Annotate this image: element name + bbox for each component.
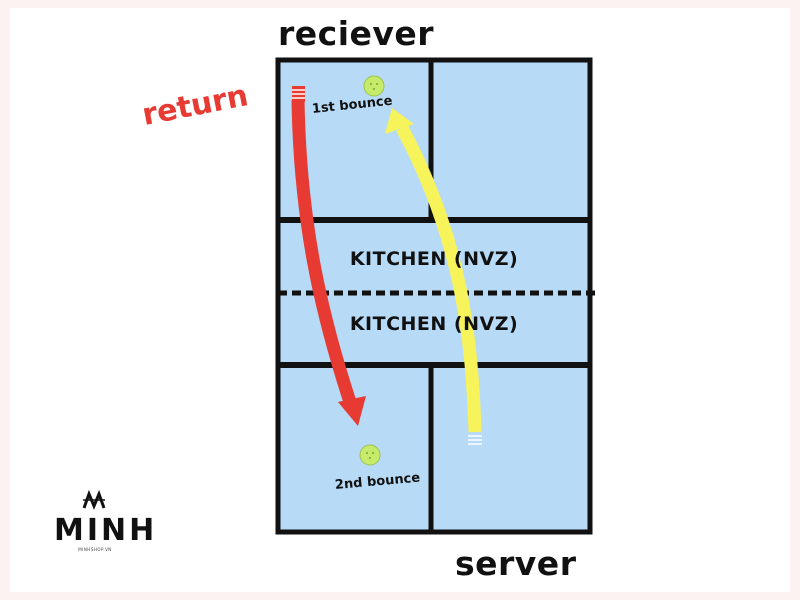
logo-mark-icon bbox=[82, 489, 106, 510]
kitchen-label-lower: KITCHEN (NVZ) bbox=[349, 313, 519, 335]
receiver-label: reciever bbox=[278, 14, 435, 53]
court bbox=[275, 57, 593, 535]
ball-first-bounce-icon bbox=[363, 75, 385, 97]
serve-arrow bbox=[385, 108, 482, 445]
brand-logo: MINH MINHSHOP.VN bbox=[54, 486, 158, 553]
logo-text: MINH bbox=[54, 513, 158, 548]
ball-second-bounce-icon bbox=[359, 444, 381, 466]
logo-tagline: MINHSHOP.VN bbox=[78, 547, 112, 552]
return-arrow bbox=[291, 86, 366, 426]
server-label: server bbox=[455, 544, 577, 583]
kitchen-label-upper: KITCHEN (NVZ) bbox=[349, 248, 519, 270]
